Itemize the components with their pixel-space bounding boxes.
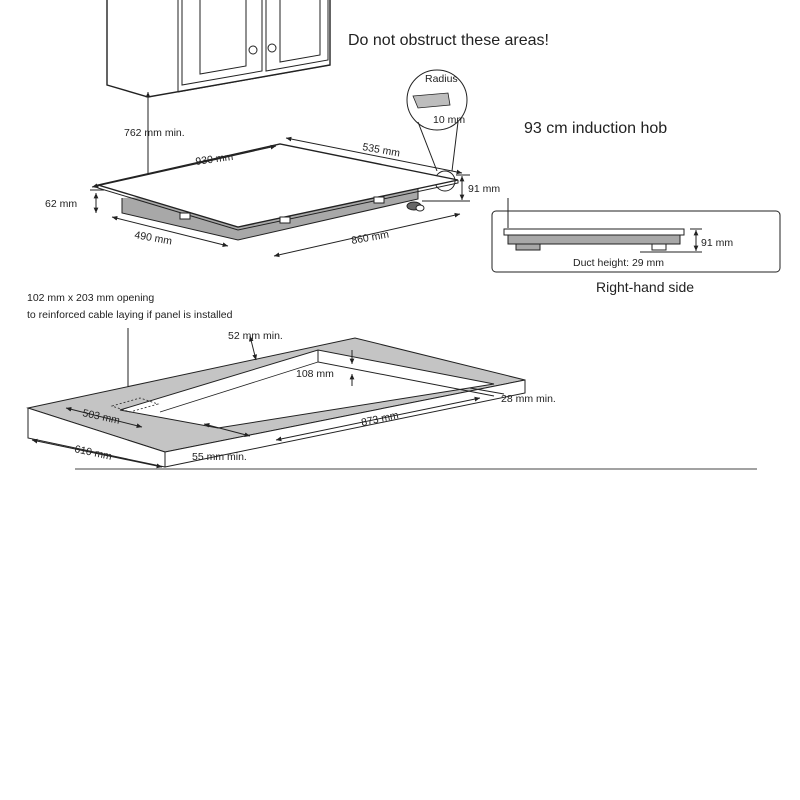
radius-value: 10 mm: [433, 114, 465, 126]
side-caption: Right-hand side: [596, 279, 694, 295]
hob-side-height-label: 91 mm: [468, 183, 500, 195]
radius-detail: Radius 10 mm: [406, 69, 468, 192]
hob-height-label: 62 mm: [45, 198, 77, 210]
warning-note: Do not obstruct these areas!: [348, 32, 549, 49]
cable-note-line2: to reinforced cable laying if panel is i…: [27, 309, 233, 321]
hob-body-depth-label: 490 mm: [133, 229, 173, 247]
side-view-panel: 91 mm Duct height: 29 mm: [491, 198, 781, 273]
back-margin-label: 52 mm min.: [228, 330, 283, 342]
cable-opening: [110, 397, 160, 413]
cabinet-knob-right: [267, 43, 277, 53]
hob-width-label: 930 mm: [195, 151, 234, 168]
connector-left: [179, 212, 191, 220]
duct-height-label: Duct height: 29 mm: [573, 257, 664, 269]
hob-drawing: [95, 143, 459, 241]
worktop-drawing: [26, 337, 526, 468]
cabinet-knob-left: [248, 45, 258, 55]
hob-body-width-label: 860 mm: [350, 229, 390, 247]
connector-right: [373, 196, 385, 204]
front-margin-label: 55 mm min.: [192, 451, 247, 463]
connector-mid: [279, 216, 291, 224]
right-margin-label: 28 mm min.: [501, 393, 556, 405]
clearance-label: 762 mm min.: [124, 127, 185, 139]
side-height-label: 91 mm: [701, 237, 733, 249]
cable-note-line1: 102 mm x 203 mm opening: [27, 292, 154, 304]
cutout-depth-label: 108 mm: [296, 368, 334, 380]
wall-cabinet: [106, 0, 331, 98]
radius-label: Radius: [425, 73, 458, 85]
product-title: 93 cm induction hob: [524, 120, 667, 137]
